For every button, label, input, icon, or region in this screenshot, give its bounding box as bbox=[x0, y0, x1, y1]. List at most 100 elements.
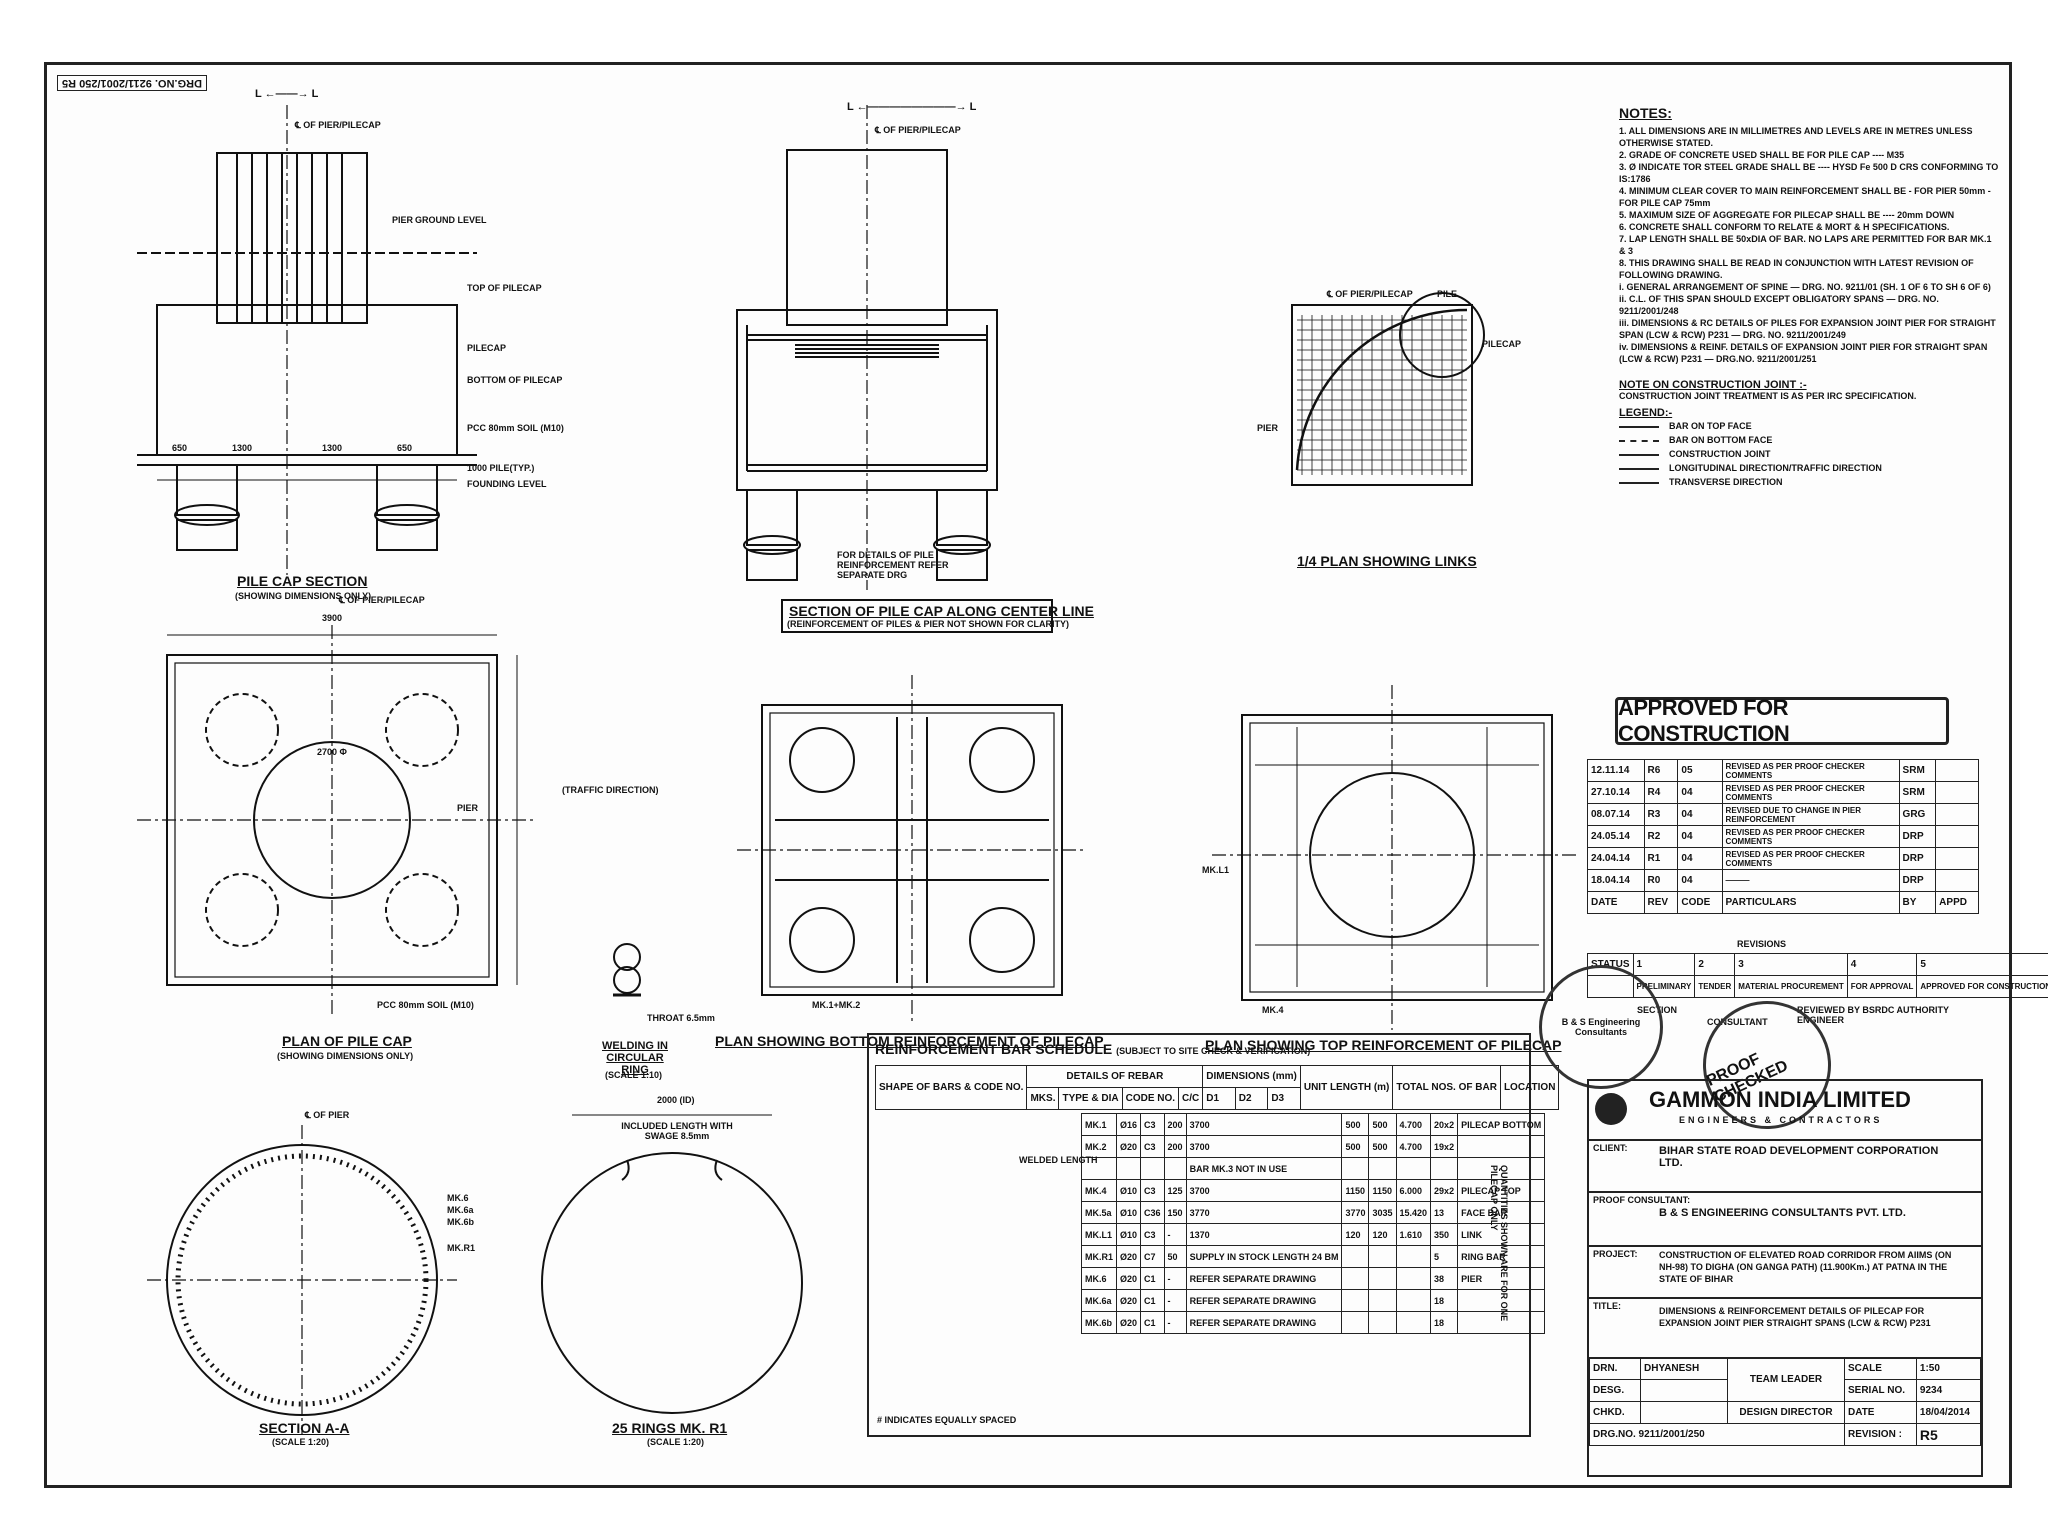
legend-line-icon bbox=[1619, 439, 1659, 442]
notes-heading: NOTES: bbox=[1619, 105, 1672, 121]
gammon-logo bbox=[1595, 1093, 1627, 1125]
schedule-table: SHAPE OF BARS & CODE NO. DETAILS OF REBA… bbox=[874, 1065, 1560, 1110]
ring-lap-note: INCLUDED LENGTH WITH SWAGE 8.5mm bbox=[621, 1121, 733, 1141]
pier-label-3: PIER bbox=[457, 803, 479, 813]
company-name: GAMMON INDIA LIMITED bbox=[1649, 1087, 1911, 1112]
signoff-table: DRN. DHYANESH TEAM LEADER SCALE 1:50 DES… bbox=[1589, 1357, 1982, 1446]
section-aa-title: SECTION A-A bbox=[259, 1420, 350, 1436]
legend-line-icon bbox=[1619, 467, 1659, 470]
mk4-label: MK.4 bbox=[1262, 1005, 1284, 1015]
legend-line-icon bbox=[1619, 453, 1659, 456]
traffic-direction-label: (TRAFFIC DIRECTION) bbox=[562, 785, 659, 795]
cut-mark-left: L ←——→ L bbox=[255, 88, 319, 100]
legend-line-icon bbox=[1619, 425, 1659, 428]
joint-heading: NOTE ON CONSTRUCTION JOINT :- bbox=[1619, 379, 1807, 391]
pile-cap-section-drawing bbox=[137, 105, 477, 575]
title-text: DIMENSIONS & REINFORCEMENT DETAILS OF PI… bbox=[1659, 1306, 1931, 1328]
note-item: 7. LAP LENGTH SHALL BE 50xDIA OF BAR. NO… bbox=[1619, 234, 1992, 256]
proof-consultant-label: PROOF CONSULTANT: bbox=[1593, 1195, 1691, 1205]
bottom-pilecap-label: BOTTOM OF PILECAP bbox=[467, 375, 563, 385]
revisions-caption: REVISIONS bbox=[1737, 939, 1787, 949]
company-subtitle: ENGINEERS & CONTRACTORS bbox=[1679, 1115, 1883, 1125]
welding-detail-drawing bbox=[613, 943, 641, 997]
schedule-row: BAR MK.3 NOT IN USE bbox=[1080, 1157, 1546, 1180]
note-item: iii. DIMENSIONS & RC DETAILS OF PILES FO… bbox=[1619, 318, 1996, 340]
legend-item: BAR ON BOTTOM FACE bbox=[1619, 433, 1999, 447]
consultant-label: CONSULTANT bbox=[1707, 1017, 1768, 1027]
legend-text: LONGITUDINAL DIRECTION/TRAFFIC DIRECTION bbox=[1669, 463, 1882, 473]
section-aa-drawing bbox=[147, 1125, 457, 1435]
legend-item: BAR ON TOP FACE bbox=[1619, 419, 1999, 433]
title-block: GAMMON INDIA LIMITED ENGINEERS & CONTRAC… bbox=[1587, 1079, 1983, 1477]
mkl1-label: MK.L1 bbox=[1202, 865, 1229, 875]
reviewed-by-label: REVIEWED BY BSRDC AUTHORITY ENGINEER bbox=[1797, 1005, 1949, 1025]
note-item: iv. DIMENSIONS & REINF. DETAILS OF EXPAN… bbox=[1619, 342, 1988, 364]
rings-subtitle: (SCALE 1:20) bbox=[647, 1437, 705, 1447]
legend-text: TRANSVERSE DIRECTION bbox=[1669, 477, 1783, 487]
legend-item: LONGITUDINAL DIRECTION/TRAFFIC DIRECTION bbox=[1619, 461, 1999, 475]
pile-cap-section-subtitle: (SHOWING DIMENSIONS ONLY) bbox=[235, 591, 372, 601]
mk6b-label: MK.6b bbox=[447, 1217, 474, 1227]
dims-header: DIMENSIONS (mm) bbox=[1202, 1065, 1301, 1088]
plan-bottom-title: PLAN SHOWING BOTTOM REINFORCEMENT OF PIL… bbox=[715, 1033, 1104, 1049]
title-label: TITLE: bbox=[1593, 1301, 1621, 1311]
proof-consultant-name: B & S ENGINEERING CONSULTANTS PVT. LTD. bbox=[1659, 1207, 1906, 1219]
note-item: i. GENERAL ARRANGEMENT OF SPINE — DRG. N… bbox=[1619, 282, 1991, 292]
legend-line-icon bbox=[1619, 481, 1659, 484]
dim-650-b: 650 bbox=[397, 443, 413, 453]
note-item: 6. CONCRETE SHALL CONFORM TO RELATE & MO… bbox=[1619, 222, 1950, 232]
pile-dia-label: 1000 PILE(TYP.) bbox=[467, 463, 535, 473]
top-pilecap-label: TOP OF PILECAP bbox=[467, 283, 542, 293]
founding-level-label: FOUNDING LEVEL bbox=[467, 479, 547, 489]
joint-text: CONSTRUCTION JOINT TREATMENT IS AS PER I… bbox=[1619, 391, 1917, 401]
cut-mark-center: L ←————————→ L bbox=[847, 101, 977, 113]
plan-top-title: PLAN SHOWING TOP REINFORCEMENT OF PILECA… bbox=[1205, 1037, 1562, 1053]
note-item: 5. MAXIMUM SIZE OF AGGREGATE FOR PILECAP… bbox=[1619, 210, 1955, 220]
shape-header: SHAPE OF BARS & CODE NO. bbox=[874, 1065, 1028, 1110]
schedule-footnote: # INDICATES EQUALLY SPACED bbox=[877, 1415, 1017, 1425]
client-name: BIHAR STATE ROAD DEVELOPMENT CORPORATION… bbox=[1659, 1145, 1939, 1169]
pilecap-label-2: PILECAP bbox=[1482, 339, 1522, 349]
ring-dim: 2000 (ID) bbox=[657, 1095, 695, 1105]
plan-pile-cap-title: PLAN OF PILE CAP bbox=[282, 1033, 412, 1049]
approved-stamp: APPROVED FOR CONSTRUCTION bbox=[1615, 695, 1949, 746]
pcc-label-2: PCC 80mm SOIL (M10) bbox=[377, 1000, 474, 1010]
pier-label-1: PIER bbox=[392, 215, 414, 225]
cl-label-4: ℄ OF PIER/PILECAP bbox=[339, 595, 425, 605]
mkr1-label: MK.R1 bbox=[447, 1243, 476, 1253]
cl-pier-label: ℄ OF PIER bbox=[305, 1110, 350, 1120]
pile-label-2: PILE bbox=[1437, 289, 1458, 299]
notes-list: 1. ALL DIMENSIONS ARE IN MILLIMETRES AND… bbox=[1619, 125, 1999, 365]
note-item: 2. GRADE OF CONCRETE USED SHALL BE FOR P… bbox=[1619, 150, 1905, 160]
cl-label-3: ℄ OF PIER/PILECAP bbox=[1327, 289, 1413, 299]
note-item: 4. MINIMUM CLEAR COVER TO MAIN REINFORCE… bbox=[1619, 186, 1991, 208]
pcc-label: PCC 80mm SOIL (M10) bbox=[467, 423, 564, 433]
pilecap-label-1: PILECAP bbox=[467, 343, 507, 353]
bar-schedule: REINFORCEMENT BAR SCHEDULE (SUBJECT TO S… bbox=[867, 1033, 1560, 1437]
pier-label-2: PIER bbox=[1257, 423, 1279, 433]
pile-cap-section-title: PILE CAP SECTION bbox=[237, 573, 368, 589]
dim-1300-a: 1300 bbox=[232, 443, 253, 453]
legend-text: BAR ON TOP FACE bbox=[1669, 421, 1752, 431]
note-item: 1. ALL DIMENSIONS ARE IN MILLIMETRES AND… bbox=[1619, 126, 1973, 148]
plan-pile-cap-drawing bbox=[137, 625, 537, 1015]
dim-1300-b: 1300 bbox=[322, 443, 343, 453]
quarter-plan-title: 1/4 PLAN SHOWING LINKS bbox=[1297, 553, 1477, 569]
note-item: 3. Ø INDICATE TOR STEEL GRADE SHALL BE -… bbox=[1619, 162, 1999, 184]
plan-pile-cap-subtitle: (SHOWING DIMENSIONS ONLY) bbox=[277, 1051, 414, 1061]
rings-drawing bbox=[541, 1114, 803, 1414]
